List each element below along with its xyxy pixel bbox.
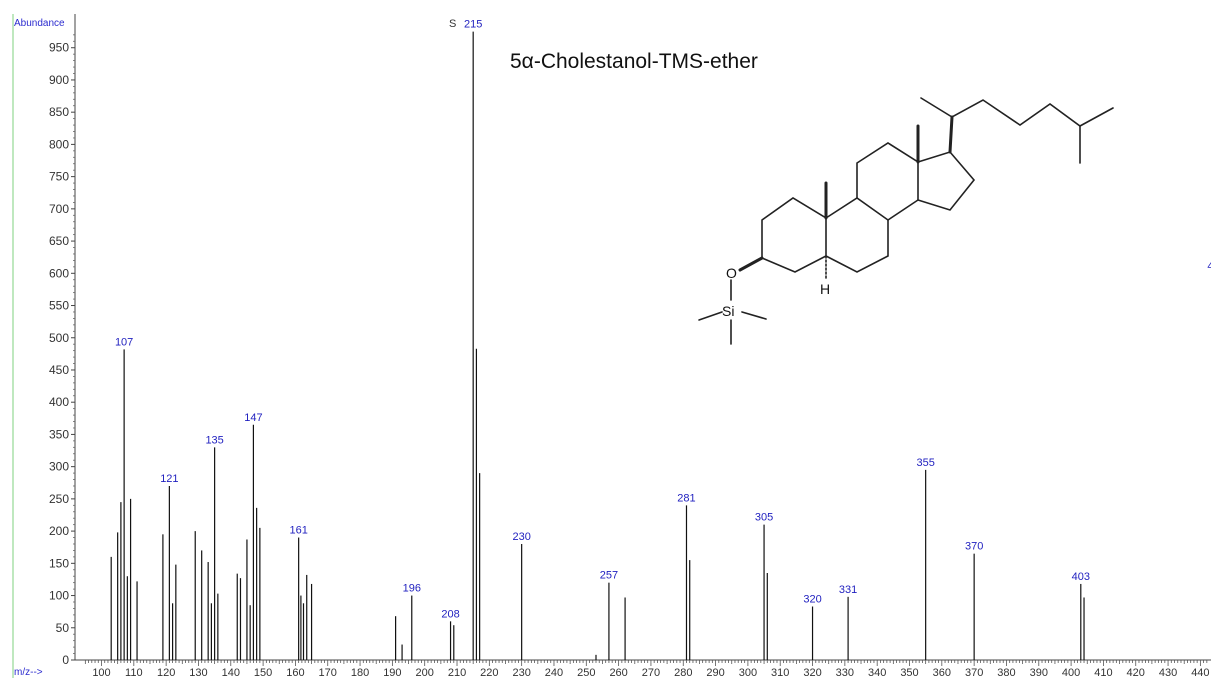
chart-title: 5α-Cholestanol-TMS-ether — [510, 50, 758, 73]
x-tick-label: 330 — [836, 667, 854, 678]
y-tick-label: 650 — [49, 234, 69, 248]
y-tick-label: 150 — [49, 556, 69, 570]
peak-label: 320 — [803, 594, 821, 606]
peak-label: 121 — [160, 473, 178, 485]
y-tick-label: 250 — [49, 492, 69, 506]
x-tick-label: 150 — [254, 667, 272, 678]
y-tick-label: 200 — [49, 524, 69, 538]
peak-label: 208 — [441, 608, 459, 620]
peak-label: 230 — [512, 531, 530, 543]
x-axis-label: m/z--> — [14, 667, 43, 678]
x-tick-label: 280 — [674, 667, 692, 678]
x-tick-label: 220 — [480, 667, 498, 678]
x-tick-label: 260 — [609, 667, 627, 678]
x-tick-label: 140 — [222, 667, 240, 678]
x-tick-label: 390 — [1030, 667, 1048, 678]
x-tick-label: 380 — [997, 667, 1015, 678]
ring-c — [856, 142, 919, 221]
x-tick-label: 340 — [868, 667, 886, 678]
x-tick-label: 160 — [286, 667, 304, 678]
o-wedge — [738, 256, 764, 272]
x-tick-label: 410 — [1094, 667, 1112, 678]
atom-o-label: O — [726, 265, 737, 281]
x-tick-label: 250 — [577, 667, 595, 678]
x-tick-label: 420 — [1127, 667, 1145, 678]
y-axis-label: Abundance — [14, 18, 65, 29]
x-tick-label: 270 — [642, 667, 660, 678]
y-tick-label: 750 — [49, 170, 69, 184]
x-tick-label: 100 — [92, 667, 110, 678]
molecule-structure — [698, 97, 1114, 345]
x-tick-label: 300 — [739, 667, 757, 678]
x-axis-ticks: 100 110 120 130 140 150 160 170 180 190 200 210 220 2… — [84, 660, 1210, 678]
spectrum-peaks — [110, 31, 1085, 660]
peak-label: 196 — [403, 583, 421, 595]
peak-label: 107 — [115, 336, 133, 348]
x-tick-label: 110 — [125, 667, 143, 678]
peak-label: 257 — [600, 570, 618, 582]
peak-label: 281 — [677, 492, 695, 504]
y-tick-label: 500 — [49, 331, 69, 345]
x-tick-label: 170 — [319, 667, 337, 678]
atom-h-label: H — [820, 281, 830, 297]
x-tick-label: 200 — [416, 667, 434, 678]
peak-label: 370 — [965, 541, 983, 553]
x-tick-label: 310 — [771, 667, 789, 678]
x-tick-label: 190 — [383, 667, 401, 678]
peak-label: 135 — [205, 434, 223, 446]
top-marker: S — [449, 18, 456, 30]
x-tick-label: 120 — [157, 667, 175, 678]
y-tick-label: 700 — [49, 202, 69, 216]
y-axis-ticks: 0 50 100 150 200 250 300 350 400 450 500 550 600 650 7… — [49, 34, 75, 667]
y-tick-label: 600 — [49, 266, 69, 280]
x-tick-label: 230 — [512, 667, 530, 678]
side-chain — [920, 97, 1114, 127]
ring-b — [825, 197, 889, 273]
y-tick-label: 800 — [49, 137, 69, 151]
axes — [12, 14, 1211, 678]
x-tick-label: 370 — [965, 667, 983, 678]
y-tick-label: 350 — [49, 427, 69, 441]
x-tick-label: 440 — [1191, 667, 1209, 678]
x-tick-label: 350 — [900, 667, 918, 678]
x-tick-label: 210 — [448, 667, 466, 678]
x-tick-label: 290 — [706, 667, 724, 678]
peak-label: 147 — [244, 412, 262, 424]
x-tick-label: 130 — [189, 667, 207, 678]
peak-label: 403 — [1072, 571, 1090, 583]
y-tick-label: 100 — [49, 589, 69, 603]
peak-label: 355 — [916, 457, 934, 469]
atom-si-label: Si — [722, 303, 734, 319]
y-tick-label: 50 — [56, 621, 70, 635]
y-tick-label: 900 — [49, 73, 69, 87]
peak-label: 331 — [839, 584, 857, 596]
y-tick-label: 300 — [49, 460, 69, 474]
peak-label: 305 — [755, 512, 773, 524]
si-methyl-right — [741, 311, 767, 320]
si-methyl-left — [698, 311, 723, 321]
x-tick-label: 320 — [803, 667, 821, 678]
side-chain-wedge — [948, 115, 954, 154]
y-tick-label: 550 — [49, 299, 69, 313]
ring-a — [761, 197, 827, 273]
y-tick-label: 400 — [49, 395, 69, 409]
y-tick-label: 0 — [62, 653, 69, 667]
ring-d — [917, 151, 976, 211]
peak-labels: 107 121 135 147 161 196 208 215 230 257 281 305 320 3… — [115, 19, 1211, 621]
peak-label: 445 — [1207, 260, 1211, 272]
y-tick-label: 850 — [49, 105, 69, 119]
x-tick-label: 360 — [933, 667, 951, 678]
x-tick-label: 400 — [1062, 667, 1080, 678]
peak-label: 215 — [464, 19, 482, 31]
y-tick-label: 450 — [49, 363, 69, 377]
x-tick-label: 240 — [545, 667, 563, 678]
x-tick-label: 180 — [351, 667, 369, 678]
peak-label: 161 — [289, 525, 307, 537]
y-tick-label: 950 — [49, 41, 69, 55]
x-tick-label: 430 — [1159, 667, 1177, 678]
